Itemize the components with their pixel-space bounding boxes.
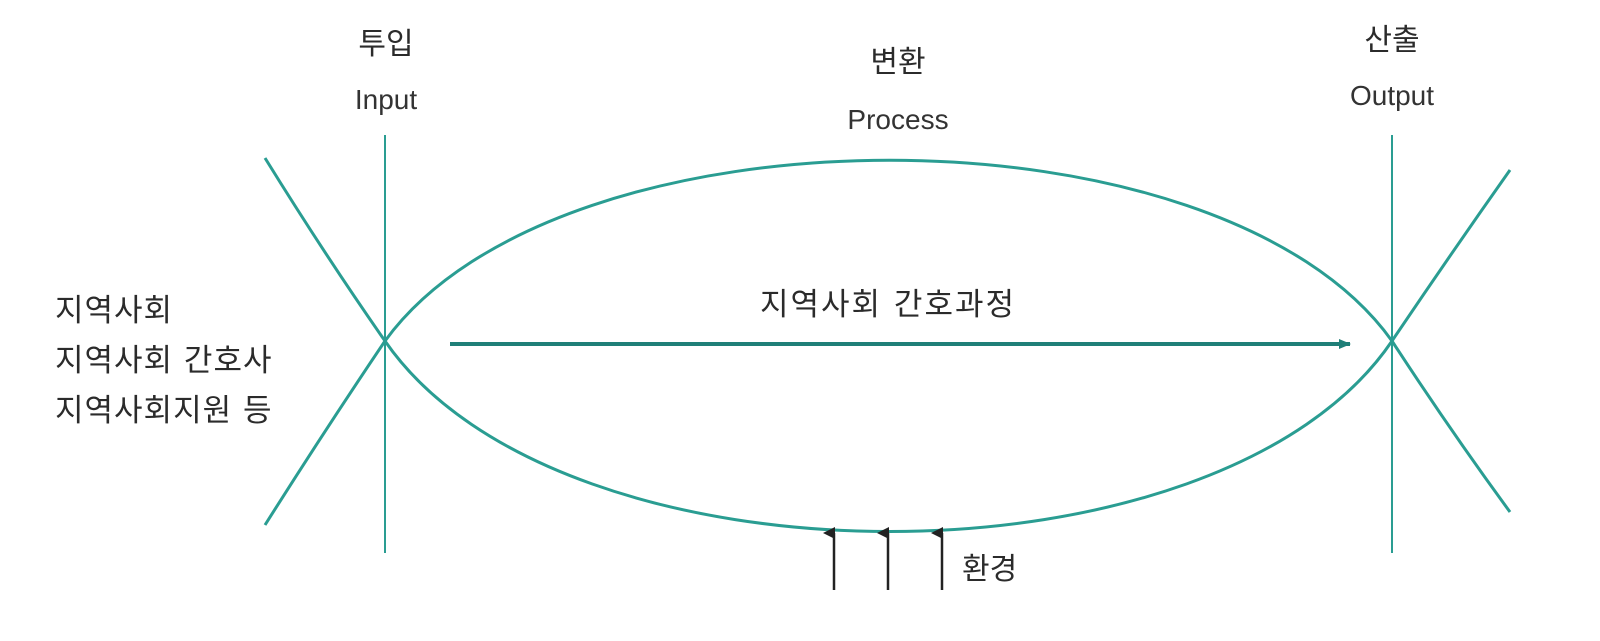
- output-stage-subtitle: Output: [1349, 80, 1435, 111]
- input-item: 지역사회: [55, 293, 174, 329]
- process-stage-title: 변환: [870, 45, 926, 80]
- process-upper-arc: [383, 158, 1394, 342]
- output-stage-title: 산출: [1364, 23, 1420, 58]
- left-upper-curve: [263, 157, 387, 342]
- input-item: 지역사회지원 등: [55, 393, 273, 429]
- process-label: 지역사회 간호과정: [759, 287, 1017, 323]
- process-stage-subtitle: Process: [847, 104, 949, 135]
- input-stage-subtitle: Input: [354, 84, 418, 115]
- right-upper-curve: [1390, 169, 1512, 342]
- input-stage-title: 투입: [358, 27, 414, 62]
- input-list: 지역사회 지역사회 간호사 지역사회지원 등: [55, 286, 273, 436]
- right-lower-curve: [1390, 340, 1512, 513]
- process-lower-arc: [383, 340, 1394, 533]
- environment-label: 환경: [962, 552, 1018, 587]
- input-item: 지역사회 간호사: [55, 343, 273, 379]
- left-lower-curve: [263, 340, 387, 526]
